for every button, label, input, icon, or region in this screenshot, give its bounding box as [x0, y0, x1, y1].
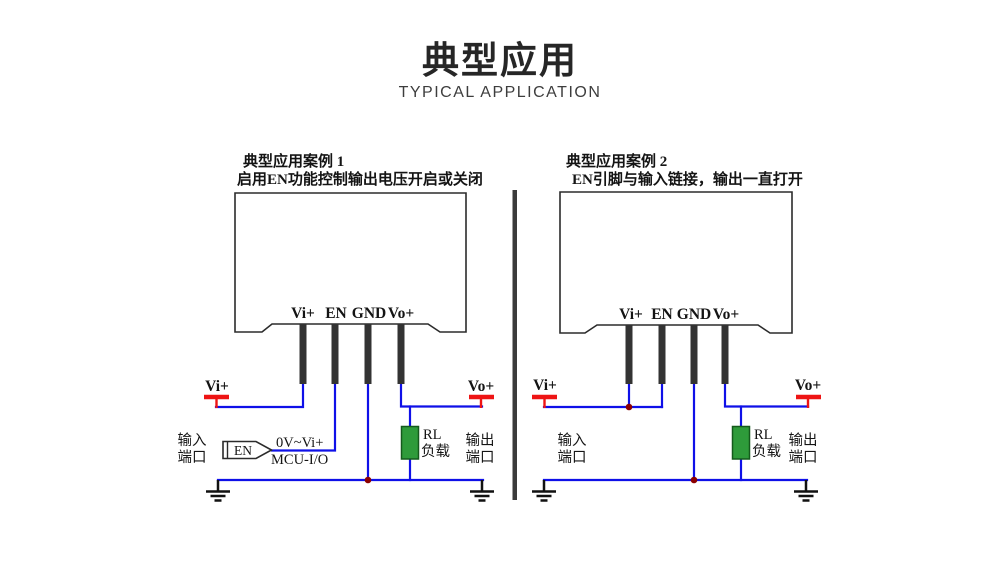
case2-pin-en [658, 325, 666, 384]
case2-junction-dot-vin-en [625, 403, 633, 411]
case1-pin-label-vo: Vo+ [388, 305, 415, 322]
case2-caption-line2: EN引脚与输入链接，输出一直打开 [572, 170, 803, 188]
case1-caption-line2: 启用EN功能控制输出电压开启或关闭 [237, 170, 483, 188]
case1-en-connector-body [222, 440, 274, 460]
case2-pin-label-en: EN [651, 306, 673, 323]
case2-ground-left [532, 480, 556, 502]
case2-pin-vi [625, 325, 633, 384]
case1-ground-left [206, 480, 230, 502]
page-title: 典型应用 [422, 40, 578, 81]
case1-module-outline [234, 192, 467, 333]
case1-wire-vin [214, 381, 305, 409]
case2-output-port-line1: 输出 [789, 432, 818, 449]
case1-output-port-line2: 端口 [466, 449, 495, 466]
case1-junction-dot-gnd [364, 476, 372, 484]
case2-output-port-line2: 端口 [789, 449, 818, 466]
case2-pin-label-vi: Vi+ [619, 306, 643, 323]
case1-load-resistor: RL 负载 [400, 425, 450, 460]
case2-load-resistor: RL 负载 [731, 425, 781, 460]
case1-load-resistor-body [400, 425, 420, 460]
case2-junction-dot-gnd [690, 476, 698, 484]
case2-input-port-line2: 端口 [558, 449, 587, 466]
case1-pin-label-gnd: GND [352, 305, 386, 322]
case1-output-terminal-label: Vo+ [468, 378, 495, 395]
case1-caption-line1: 典型应用案例 1 [243, 152, 344, 170]
case1-output-terminal: Vo+ [468, 378, 495, 408]
section-divider [512, 190, 517, 500]
case2-pin-label-vo: Vo+ [713, 306, 740, 323]
case1-load-label-line1: RL [423, 427, 442, 443]
case2-wire-vout [723, 381, 810, 408]
case1-input-terminal: Vi+ [204, 378, 229, 408]
case1-en-signal-range: 0V~Vi+ [276, 435, 323, 451]
case1-input-terminal-label: Vi+ [205, 378, 229, 395]
case1-input-port-line2: 端口 [178, 449, 207, 466]
case2-wires [542, 381, 810, 482]
case1-ground-right [470, 480, 494, 502]
case2-input-port-line1: 输入 [558, 432, 587, 449]
case2-load-label-line2: 负载 [752, 443, 781, 460]
case2-module-outline [559, 191, 793, 334]
case2-output-terminal-label: Vo+ [795, 377, 822, 394]
case2-caption-line1: 典型应用案例 2 [566, 152, 667, 170]
case1-load-label-line2: 负载 [421, 443, 450, 460]
case1-wires [214, 381, 485, 482]
case1-wire-en [270, 381, 337, 452]
page-subtitle: TYPICAL APPLICATION [398, 84, 602, 101]
case1-pin-vo [397, 324, 405, 384]
case2-load-resistor-body [731, 425, 751, 460]
case1-en-signal-source: MCU-I/O [271, 452, 328, 468]
case2-pin-label-gnd: GND [677, 306, 711, 323]
case2-input-terminal: Vi+ [532, 377, 557, 408]
case1-en-connector-label: EN [234, 443, 252, 458]
case1-output-port-line1: 输出 [466, 432, 495, 449]
case1-pin-label-vi: Vi+ [291, 305, 315, 322]
case1-pin-gnd [364, 324, 372, 384]
case1-pins [299, 324, 405, 384]
case1-en-connector: EN [222, 440, 274, 460]
case1-pin-vi [299, 324, 307, 384]
case2-pin-gnd [690, 325, 698, 384]
case2-diagram: 典型应用案例 2 EN引脚与输入链接，输出一直打开 Vi+ EN GND Vo+ [532, 152, 822, 502]
case2-pin-vo [721, 325, 729, 384]
case2-pins [625, 325, 729, 384]
case2-load-label-line1: RL [754, 427, 773, 443]
case1-wire-vout [399, 381, 484, 408]
case1-pin-label-en: EN [325, 305, 347, 322]
case1-input-port-line1: 输入 [178, 432, 207, 449]
case1-pin-en [331, 324, 339, 384]
case2-output-terminal: Vo+ [795, 377, 822, 408]
case2-input-terminal-label: Vi+ [533, 377, 557, 394]
case1-diagram: 典型应用案例 1 启用EN功能控制输出电压开启或关闭 Vi+ EN GND Vo… [178, 152, 495, 502]
case2-ground-right [794, 480, 818, 502]
